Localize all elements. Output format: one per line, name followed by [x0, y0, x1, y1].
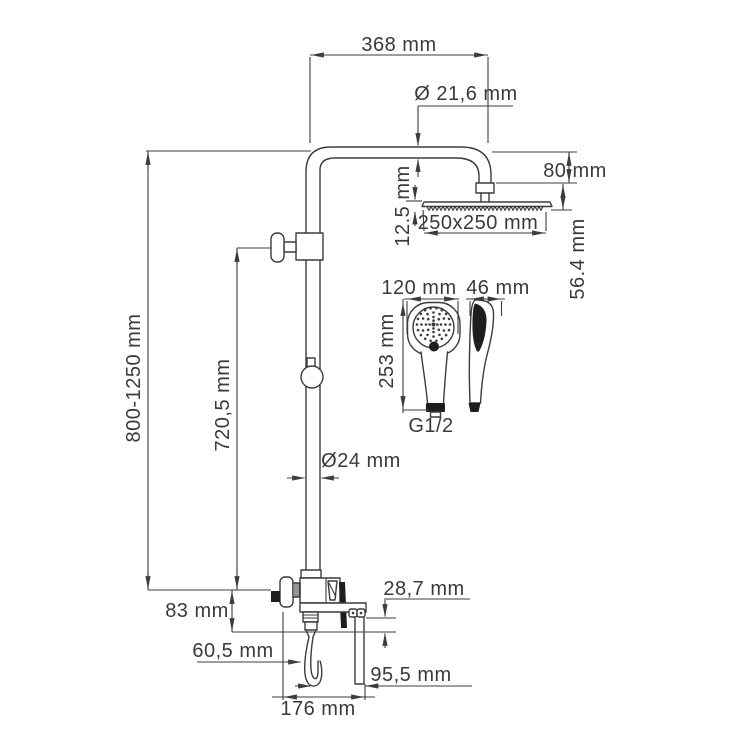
- overhead-shower-plate: [421, 201, 553, 208]
- wall-bracket-stem: [283, 241, 297, 253]
- handshower-handle-band: [426, 403, 445, 412]
- dim-arm-drop: 80 mm: [543, 160, 607, 182]
- dim-rail-height: 720,5 mm: [212, 359, 234, 452]
- shower-column-structure: [270, 146, 553, 687]
- head-connector-neck: [480, 192, 490, 203]
- dim-rail-diameter: Ø24 mm: [321, 450, 401, 472]
- wall-inlet-block: [271, 591, 280, 602]
- label-thread: G1/2: [408, 415, 453, 437]
- wall-bracket-knob: [270, 232, 285, 263]
- mixer-collar: [300, 569, 322, 579]
- handshower-detail: [406, 299, 495, 418]
- handshower-side-tip: [468, 403, 481, 412]
- spout-adapter: [302, 611, 319, 623]
- dim-base-depth: 176 mm: [280, 698, 355, 720]
- handshower-side-face: [472, 303, 487, 352]
- overhead-shower-nozzles: [426, 205, 544, 212]
- head-connector-collar: [475, 182, 495, 194]
- dim-handshower-depth: 46 mm: [466, 277, 530, 299]
- dim-mixer-drop: 83 mm: [165, 600, 229, 622]
- dim-spout-reach: 60,5 mm: [192, 640, 273, 662]
- holder-tube: [354, 616, 365, 685]
- dim-head-size: 250x250 mm: [418, 212, 539, 234]
- dim-handshower-width: 120 mm: [381, 277, 456, 299]
- dim-head-thickness: 12.5 mm: [392, 165, 414, 246]
- wall-bracket-sleeve: [295, 232, 324, 261]
- dim-handshower-length: 253 mm: [376, 313, 398, 388]
- handshower-connector: [429, 411, 442, 418]
- dimension-lines: [145, 52, 577, 700]
- dim-height-range: 800-1250 mm: [123, 314, 145, 443]
- handshower-handle: [420, 351, 449, 404]
- holder-bar: [299, 602, 367, 613]
- dim-head-offset: 56.4 mm: [567, 218, 589, 299]
- slider-knob: [300, 365, 324, 389]
- handshower-mode-button: [429, 341, 439, 352]
- handshower-spray-dots: [415, 306, 452, 343]
- dim-holder-drop: 28,7 mm: [383, 578, 464, 600]
- dim-pipe-diameter: Ø 21,6 mm: [414, 83, 517, 105]
- spout-curve: [304, 636, 323, 687]
- dim-holder-reach: 95,5 mm: [370, 664, 451, 686]
- wall-flange: [279, 576, 294, 608]
- shower-arm: [305, 146, 492, 184]
- dimension-labels: 368 mm Ø 21,6 mm 80 mm 12.5 mm 250x250 m…: [123, 34, 607, 720]
- dim-top-width: 368 mm: [361, 34, 436, 56]
